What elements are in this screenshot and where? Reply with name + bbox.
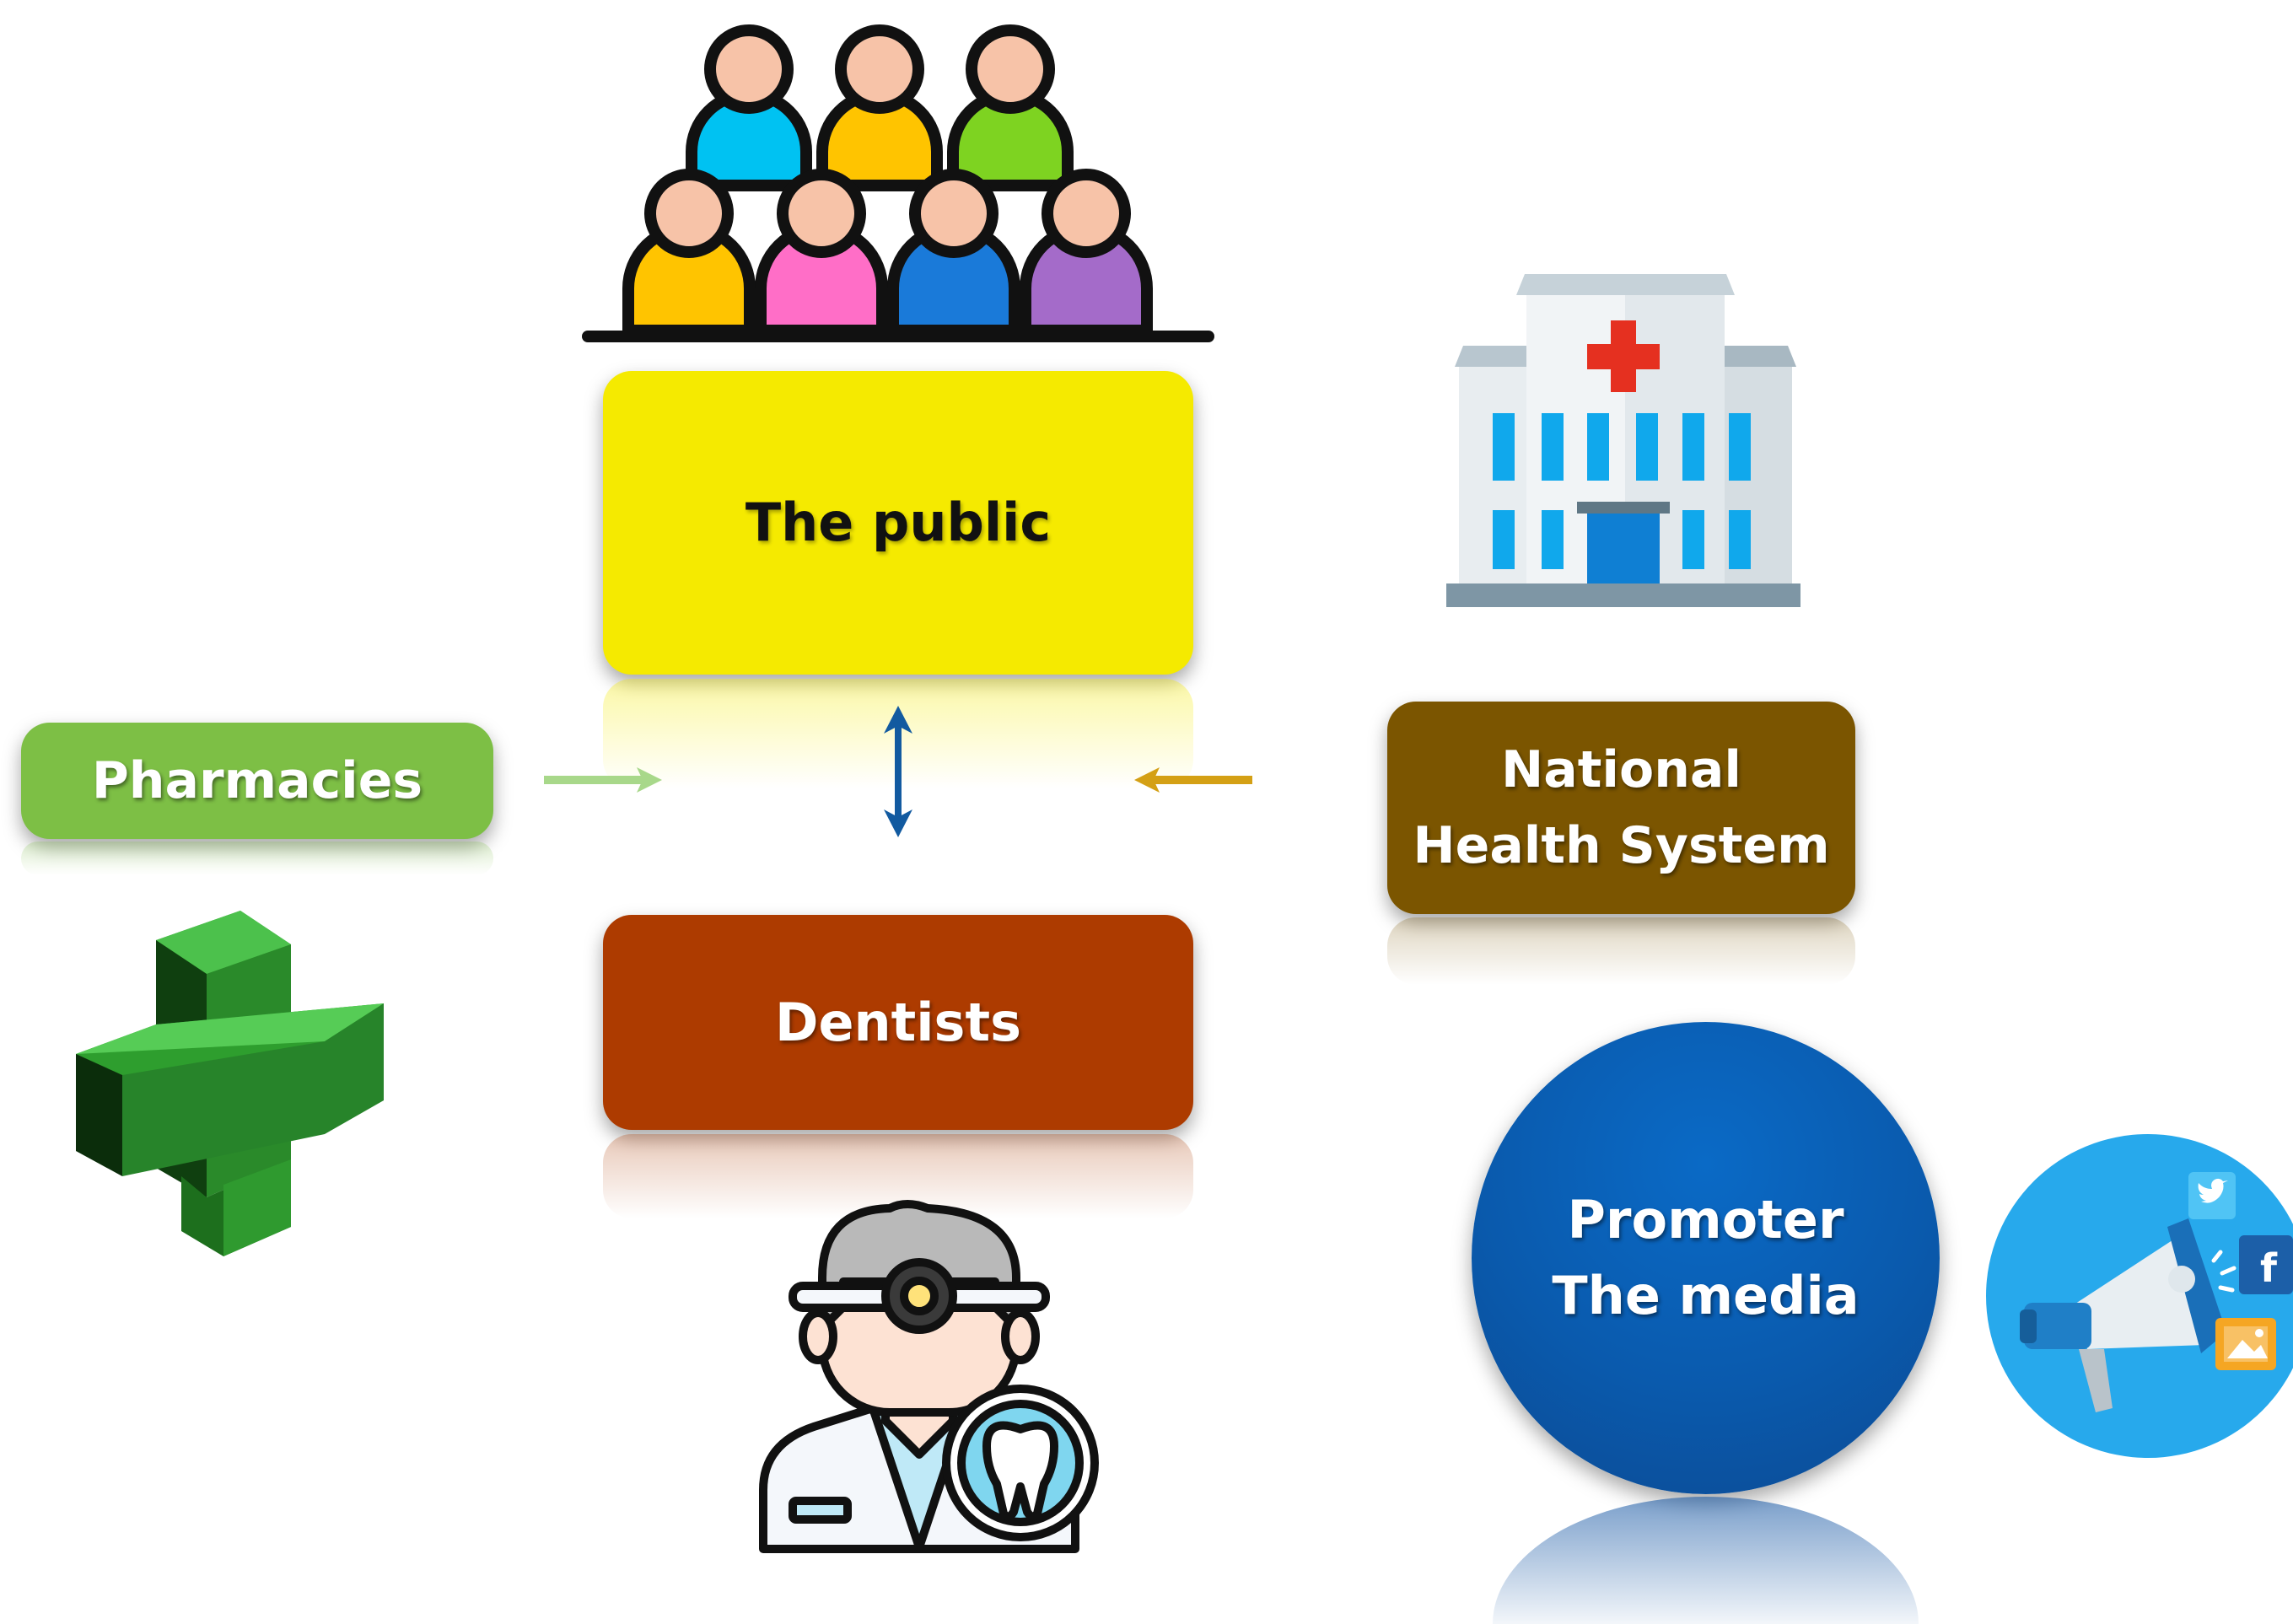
nhs-reflection: [1387, 917, 1855, 985]
pharmacy-cross-icon: [76, 911, 384, 1256]
nhs-box: National Health System: [1387, 702, 1855, 914]
people-crowd-icon: [582, 24, 1214, 342]
promoter-circle: Promoter The media: [1472, 1022, 1940, 1494]
public-dentists-bidirectional-arrow: [884, 706, 912, 837]
promoter-reflection: [1493, 1497, 1919, 1624]
dentists-label: Dentists: [775, 991, 1021, 1053]
nhs-label: National Health System: [1413, 740, 1830, 875]
pharmacies-box: Pharmacies: [21, 723, 493, 839]
pharmacies-to-public-arrow: [544, 767, 662, 793]
dentist-icon: [759, 1200, 1099, 1553]
public-box: The public: [603, 371, 1193, 675]
svg-text:f: f: [2260, 1245, 2278, 1291]
social-media-megaphone-icon: f: [1986, 1134, 2293, 1458]
public-label: The public: [745, 492, 1052, 554]
media-label: The media: [1552, 1265, 1860, 1326]
dentists-box: Dentists: [603, 915, 1193, 1130]
hospital-building-icon: [1446, 274, 1800, 607]
pharmacies-label: Pharmacies: [91, 750, 423, 810]
pharmacies-reflection: [21, 842, 493, 875]
promoter-label: Promoter: [1567, 1189, 1844, 1251]
nhs-to-public-arrow: [1134, 767, 1252, 793]
